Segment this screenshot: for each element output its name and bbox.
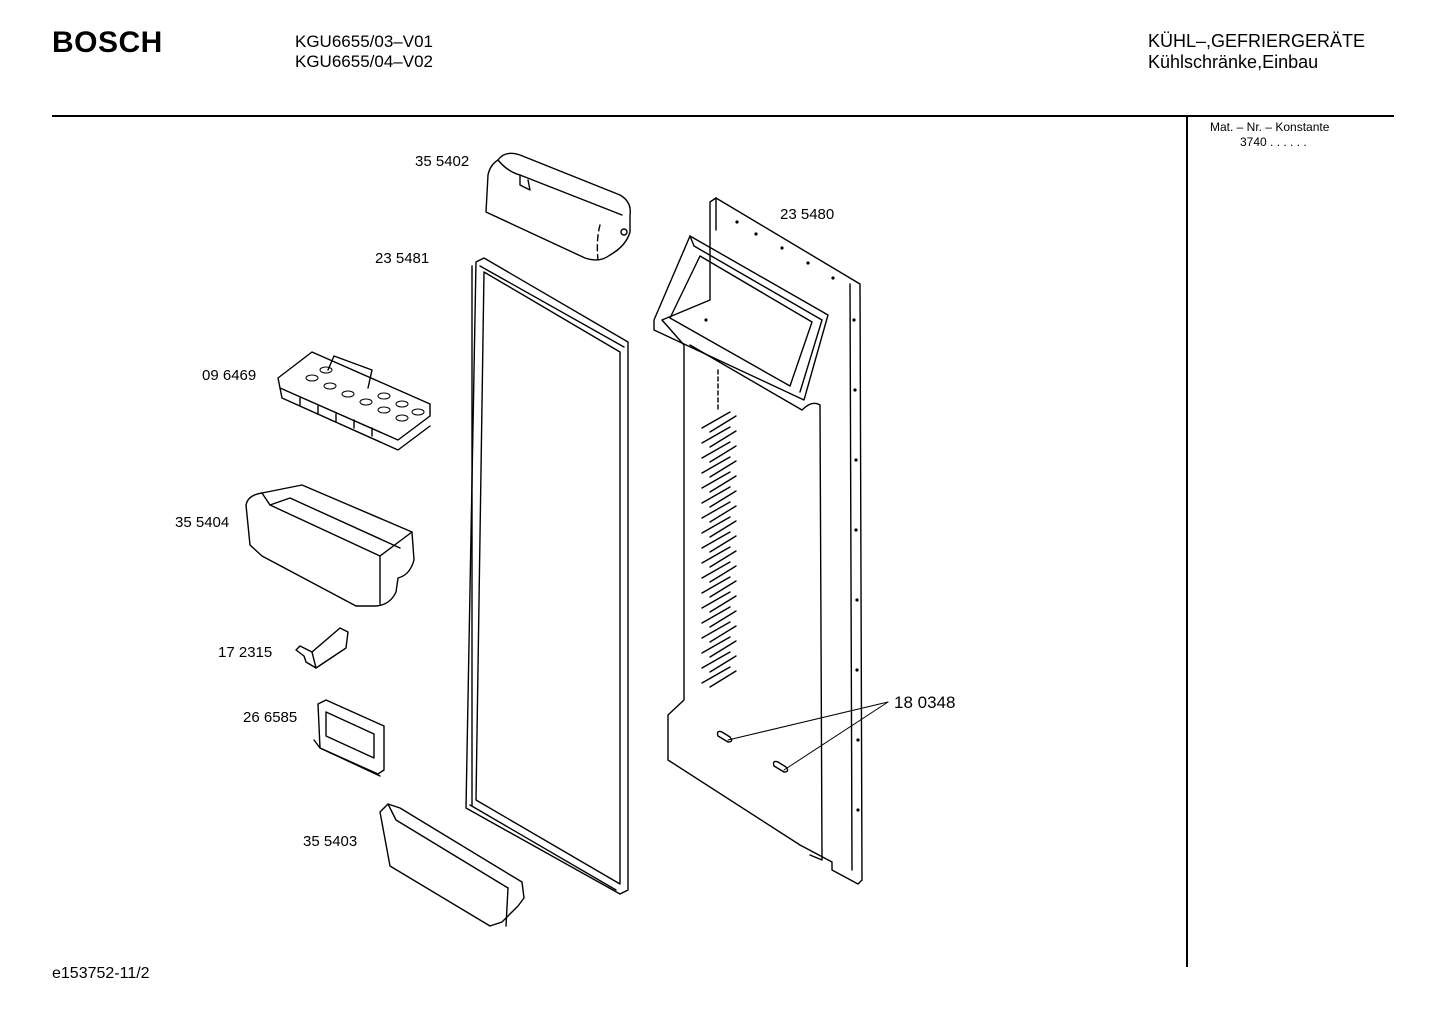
- label-part-266585: 26 6585: [243, 709, 298, 726]
- label-part-235481: 23 5481: [375, 250, 430, 267]
- mat-nr-label: Mat. – Nr. – Konstante: [1210, 120, 1330, 134]
- part-355403-bottom-bin: [379, 803, 525, 927]
- label-part-355403: 35 5403: [303, 833, 358, 850]
- mat-nr-value: 3740 . . . . . .: [1240, 135, 1307, 149]
- document-id: e153752-11/2: [52, 965, 150, 982]
- part-235480-door-liner: [653, 197, 863, 885]
- label-part-180348: 18 0348: [894, 693, 956, 712]
- label-part-355402: 35 5402: [415, 153, 470, 170]
- label-part-235480: 23 5480: [780, 206, 835, 223]
- model-number-1: KGU6655/03–V01: [295, 32, 433, 51]
- part-235481-gasket: [465, 257, 629, 895]
- sidebar-divider: [1186, 117, 1188, 967]
- label-part-096469: 09 6469: [202, 367, 257, 384]
- part-355404-door-bin: [245, 484, 415, 607]
- subcategory-title: Kühlschränke,Einbau: [1148, 52, 1319, 72]
- label-part-355404: 35 5404: [175, 514, 230, 531]
- category-title: KÜHL–,GEFRIERGERÄTE: [1148, 31, 1366, 51]
- model-number-2: KGU6655/04–V02: [295, 52, 433, 71]
- part-355402-cover: [485, 152, 631, 261]
- part-172315-clip: [295, 627, 349, 669]
- header-divider: [52, 115, 1394, 117]
- part-096469-egg-tray: [277, 351, 431, 451]
- brand-logo: BOSCH: [52, 26, 163, 59]
- label-part-172315: 17 2315: [218, 644, 273, 661]
- part-266585-holder: [313, 699, 385, 777]
